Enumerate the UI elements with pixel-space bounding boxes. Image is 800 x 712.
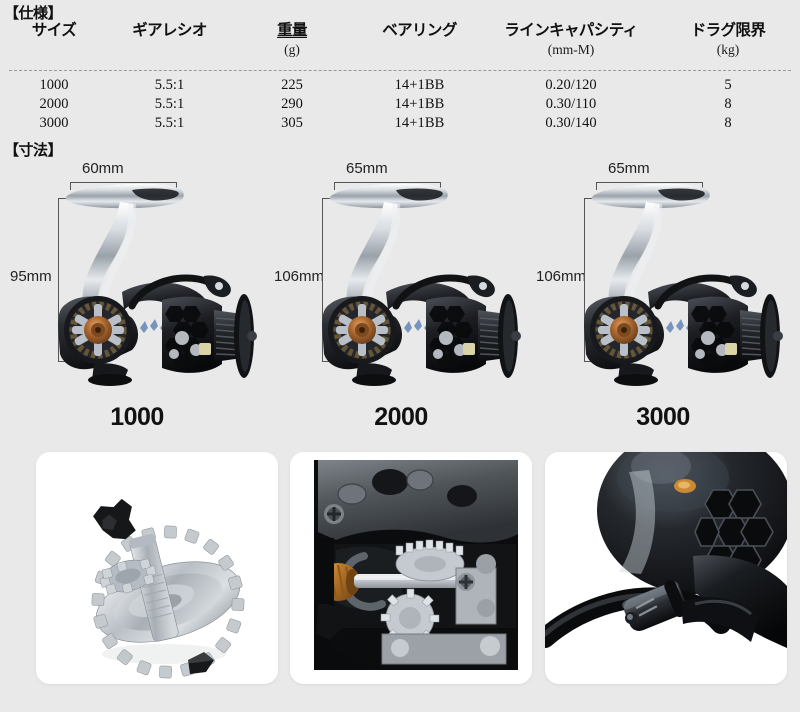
cell-gear: 5.5:1: [154, 115, 185, 131]
dimension-height-label-3000: 106mm: [536, 268, 587, 285]
specification-table-body: 1000 5.5:1 225 14+1BB 0.20/120 5 2000 5.…: [0, 76, 800, 133]
column-header-bearing-label: ベアリング: [382, 22, 457, 39]
column-header-bearing: ベアリング: [353, 20, 486, 66]
cell-size: 1000: [39, 77, 69, 93]
column-header-line-capacity-label: ラインキャパシティ: [504, 22, 638, 39]
column-header-drag-limit: ドラグ限界 (kg): [656, 20, 800, 66]
column-header-weight: 重量 (g): [231, 20, 353, 66]
main-gear-pinion-photo: [36, 452, 278, 684]
reel-model-label-1000: 1000: [110, 403, 164, 431]
specification-heading: 【仕様】: [4, 5, 63, 22]
cell-drag: 8: [724, 115, 732, 131]
table-row: 2000 5.5:1 290 14+1BB 0.30/110 8: [0, 95, 800, 114]
cell-gear: 5.5:1: [154, 77, 185, 93]
column-header-gear-ratio: ギアレシオ: [108, 20, 231, 66]
table-row: 3000 5.5:1 305 14+1BB 0.30/140 8: [0, 114, 800, 133]
cell-bearing: 14+1BB: [394, 115, 445, 131]
cell-weight: 305: [281, 115, 303, 131]
reel-block-2000: 65mm 106mm: [272, 160, 530, 440]
reel-model-label-3000: 3000: [636, 403, 690, 431]
cell-gear: 5.5:1: [154, 96, 185, 112]
cell-line: 0.30/110: [545, 96, 597, 112]
cell-size: 2000: [39, 96, 69, 112]
spinning-reel-illustration-3000: [584, 183, 783, 386]
reel-model-label-2000: 2000: [374, 403, 428, 431]
table-row: 1000 5.5:1 225 14+1BB 0.20/120 5: [0, 76, 800, 95]
cell-line: 0.30/140: [545, 115, 597, 131]
column-header-line-capacity-unit: (mm-M): [547, 42, 595, 57]
dimension-height-line-3000: [584, 198, 592, 362]
column-header-drag-limit-label: ドラグ限界: [690, 22, 766, 39]
cell-bearing: 14+1BB: [394, 96, 445, 112]
cell-bearing: 14+1BB: [394, 77, 445, 93]
detail-photo-row: [0, 452, 800, 690]
dimension-width-label-1000: 60mm: [82, 160, 124, 177]
dimension-width-label-2000: 65mm: [346, 160, 388, 177]
dimension-height-line-2000: [322, 198, 330, 362]
cell-drag: 8: [724, 96, 732, 112]
header-separator-cell: [0, 66, 800, 76]
spool-bail-closeup-photo: [545, 452, 787, 684]
reel-block-3000: 65mm 106mm: [534, 160, 792, 440]
dimension-width-line-2000: [334, 182, 441, 190]
dimension-height-line-1000: [58, 198, 66, 362]
spool-bail-closeup-illustration: [545, 452, 787, 684]
specification-section: 【仕様】 サイズ ギアレシオ 重量 (g) ベアリング: [0, 0, 800, 140]
reel-dimension-row: 60mm 95mm: [0, 160, 800, 440]
dimension-width-line-3000: [596, 182, 703, 190]
spinning-reel-illustration-2000: [322, 183, 521, 386]
column-header-size-label: サイズ: [31, 22, 77, 39]
dimension-width-label-3000: 65mm: [608, 160, 650, 177]
column-header-line-capacity: ラインキャパシティ (mm-M): [486, 20, 656, 66]
column-header-drag-limit-unit: (kg): [716, 42, 740, 57]
spinning-reel-illustration-1000: [58, 183, 257, 386]
column-header-size: サイズ: [0, 20, 108, 66]
column-header-weight-unit: (g): [284, 42, 300, 57]
cell-size: 3000: [39, 115, 69, 131]
dimensions-heading: 【寸法】: [4, 142, 63, 159]
cell-weight: 225: [281, 77, 303, 93]
specification-table: サイズ ギアレシオ 重量 (g) ベアリング ラインキャパシティ (mm-M): [0, 20, 800, 133]
internal-drive-mechanism-illustration: [290, 452, 532, 684]
table-header-row: サイズ ギアレシオ 重量 (g) ベアリング ラインキャパシティ (mm-M): [0, 20, 800, 66]
cell-line: 0.20/120: [545, 77, 597, 93]
column-header-weight-label: 重量: [277, 22, 307, 39]
internal-drive-mechanism-photo: [290, 452, 532, 684]
dimension-height-label-1000: 95mm: [10, 268, 52, 285]
column-header-gear-ratio-label: ギアレシオ: [132, 22, 207, 39]
dimension-width-line-1000: [70, 182, 177, 190]
cell-weight: 290: [281, 96, 303, 112]
main-gear-pinion-illustration: [36, 452, 278, 684]
header-separator-row: [0, 66, 800, 76]
reel-block-1000: 60mm 95mm: [8, 160, 266, 440]
dimension-height-label-2000: 106mm: [274, 268, 325, 285]
dashed-separator-line: [9, 70, 791, 71]
cell-drag: 5: [724, 77, 732, 93]
